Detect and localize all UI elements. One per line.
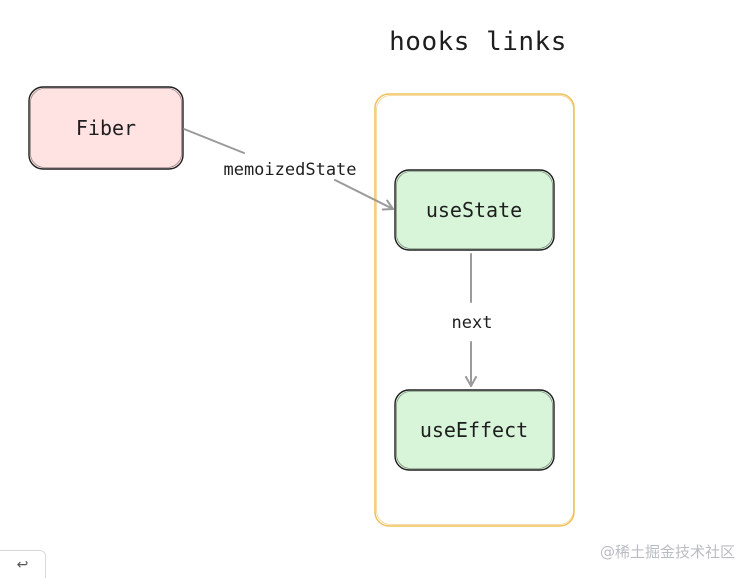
redo-arrow-icon[interactable]: ↩ [0,550,46,578]
edge-use-state-to-use-effect: next [452,253,493,387]
use-effect-node: useEffect [394,389,555,471]
fiber-node-label: Fiber [76,116,136,140]
diagram-title: hooks links [389,27,567,57]
edge-label-next: next [452,313,493,333]
use-state-node: useState [394,169,555,251]
use-state-node-label: useState [426,198,522,222]
fiber-node: Fiber [28,86,184,170]
hooks-container-sketch-line [376,95,574,525]
watermark-text: @稀土掘金技术社区 [599,543,735,561]
hooks-container [374,93,575,527]
edge-label-memoized-state: memoizedState [223,160,356,180]
edge-fiber-to-use-state: memoizedState [183,128,394,211]
use-effect-node-label: useEffect [420,418,528,442]
